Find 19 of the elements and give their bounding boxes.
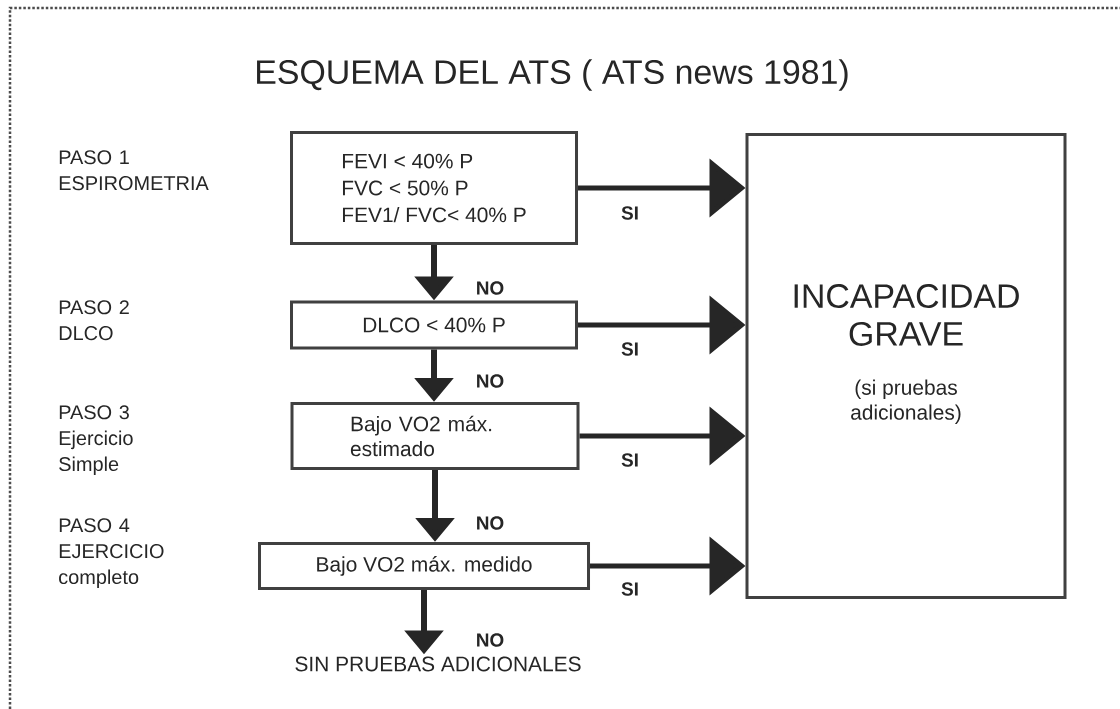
step-label: PASO 2 DLCO [59, 300, 129, 341]
process-box: Bajo VO2 máx. medido [258, 542, 590, 590]
edge-label: SI [620, 581, 640, 597]
process-box: Bajo VO2 máx. estimado [290, 402, 580, 470]
edge-label: SI [620, 452, 640, 468]
edge-label: NO [474, 373, 506, 389]
step-label: PASO 4 EJERCICIO completo [59, 518, 164, 589]
result-box: INCAPACIDAD GRAVE (si pruebas adicionales) [745, 133, 1067, 599]
process-box: FEVI < 40% P FVC < 50% P FEV1/ FVC< 40% P [290, 131, 578, 245]
edge-label: SI [620, 205, 640, 221]
title: ESQUEMA DEL ATS ( ATS news 1981) [257, 59, 848, 91]
edge-label: NO [474, 632, 506, 648]
step-label: PASO 1 ESPIROMETRIA [59, 150, 209, 191]
step-label: PASO 3 Ejercicio Simple [59, 405, 133, 476]
edge-label: NO [474, 280, 506, 296]
process-box: DLCO < 40% P [290, 300, 578, 350]
edge-label: NO [474, 515, 506, 531]
result-text: SIN PRUEBAS ADICIONALES [295, 656, 581, 672]
edge-label: SI [620, 341, 640, 357]
